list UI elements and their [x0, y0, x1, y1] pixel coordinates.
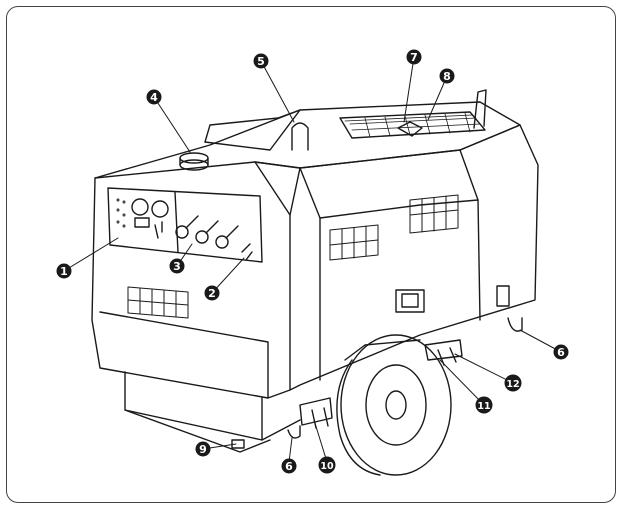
callout-6-front-label: 6 — [285, 460, 293, 473]
callout-6-front: 6 — [281, 458, 297, 474]
callout-1-label: 1 — [60, 265, 68, 278]
fuel-tank-top — [179, 109, 301, 171]
wheel — [336, 334, 452, 476]
callout-11-label: 11 — [477, 401, 490, 412]
callout-2: 2 — [204, 285, 220, 301]
machine-body — [91, 101, 539, 453]
front-louvers — [127, 286, 189, 319]
front-hook — [287, 425, 301, 439]
callout-1: 1 — [56, 263, 72, 279]
rear-hook — [507, 317, 523, 332]
exhaust-pipe — [473, 89, 487, 129]
callout-10-label: 10 — [320, 461, 334, 472]
gauge-icon — [131, 198, 149, 216]
valve-knob-icon — [195, 230, 209, 244]
callout-4-label: 4 — [150, 91, 158, 104]
callout-10: 10 — [318, 456, 336, 474]
callout-6-rear: 6 — [553, 344, 569, 360]
vent-cap-icon — [397, 121, 423, 137]
drain-plug — [231, 439, 245, 449]
callout-8-label: 8 — [443, 70, 451, 83]
rear-latch — [496, 285, 510, 307]
side-latch — [395, 289, 425, 313]
leader-lines — [63, 56, 562, 463]
lifting-hook — [291, 122, 309, 151]
callout-12-label: 12 — [506, 379, 519, 390]
callout-9-label: 9 — [199, 443, 207, 456]
callout-4: 4 — [146, 89, 162, 105]
callout-7: 7 — [406, 49, 422, 65]
callout-9: 9 — [195, 441, 211, 457]
side-louvers — [329, 194, 459, 261]
callout-7-label: 7 — [410, 51, 418, 64]
callout-12: 12 — [504, 374, 522, 392]
callout-6-rear-label: 6 — [557, 346, 565, 359]
control-panel — [107, 187, 263, 263]
valve-knob-icon — [215, 235, 229, 249]
callout-2-label: 2 — [208, 287, 216, 300]
callout-5-label: 5 — [257, 55, 265, 68]
valve-knob-icon — [175, 225, 189, 239]
callout-5: 5 — [253, 53, 269, 69]
callout-3-label: 3 — [173, 260, 181, 273]
callout-3: 3 — [169, 258, 185, 274]
top-grille — [339, 111, 486, 139]
cock-icon — [241, 243, 253, 261]
callout-11: 11 — [475, 396, 493, 414]
figure-frame — [6, 6, 616, 503]
gauge-icon — [151, 200, 169, 218]
callout-8: 8 — [439, 68, 455, 84]
